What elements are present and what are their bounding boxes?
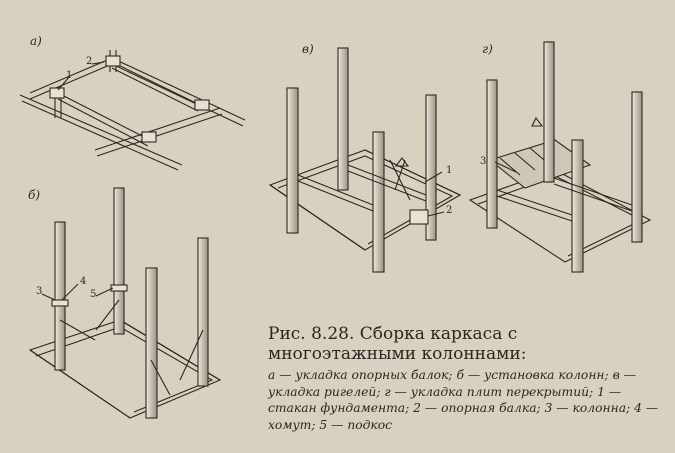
panel-v-label: в) <box>302 42 314 56</box>
panel-b-label: б) <box>28 188 41 202</box>
panel-g-label: г) <box>482 42 493 56</box>
panel-a-label: а) <box>30 34 42 48</box>
panel-v-drawing <box>268 47 462 273</box>
callout-v-2: 2 <box>446 205 453 216</box>
callout-v-1: 1 <box>446 165 453 176</box>
callout-g-3: 3 <box>480 156 487 167</box>
callout-b-5: 5 <box>90 289 97 300</box>
panel-b-drawing <box>28 187 222 419</box>
callout-a-1: 1 <box>66 70 73 81</box>
figure-caption-title: Рис. 8.28. Сборка каркаса с многоэтажным… <box>268 324 527 364</box>
panel-a-drawing <box>19 50 246 171</box>
callout-a-2: 2 <box>86 56 93 67</box>
panel-g-drawing <box>468 41 652 273</box>
callout-b-4: 4 <box>80 276 87 287</box>
figure-caption-text: а — укладка опорных балок; б — установка… <box>268 368 659 432</box>
callout-b-3: 3 <box>36 286 43 297</box>
